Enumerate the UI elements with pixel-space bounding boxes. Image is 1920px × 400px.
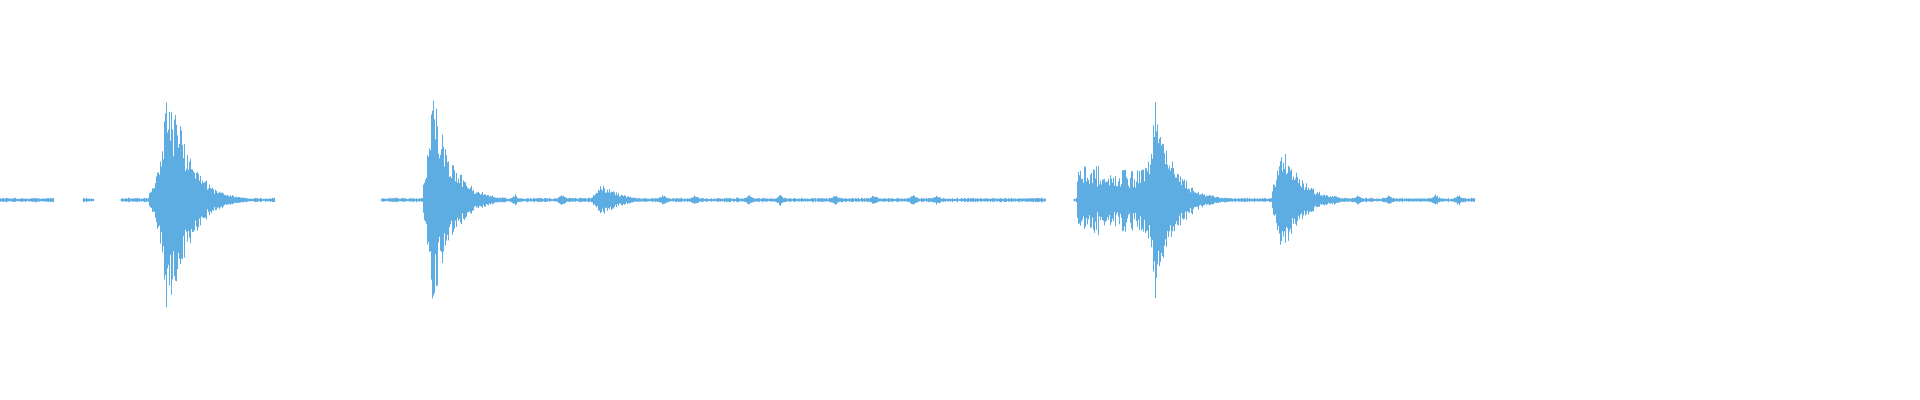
waveform-path <box>0 100 1475 307</box>
waveform-samples <box>0 100 1475 307</box>
